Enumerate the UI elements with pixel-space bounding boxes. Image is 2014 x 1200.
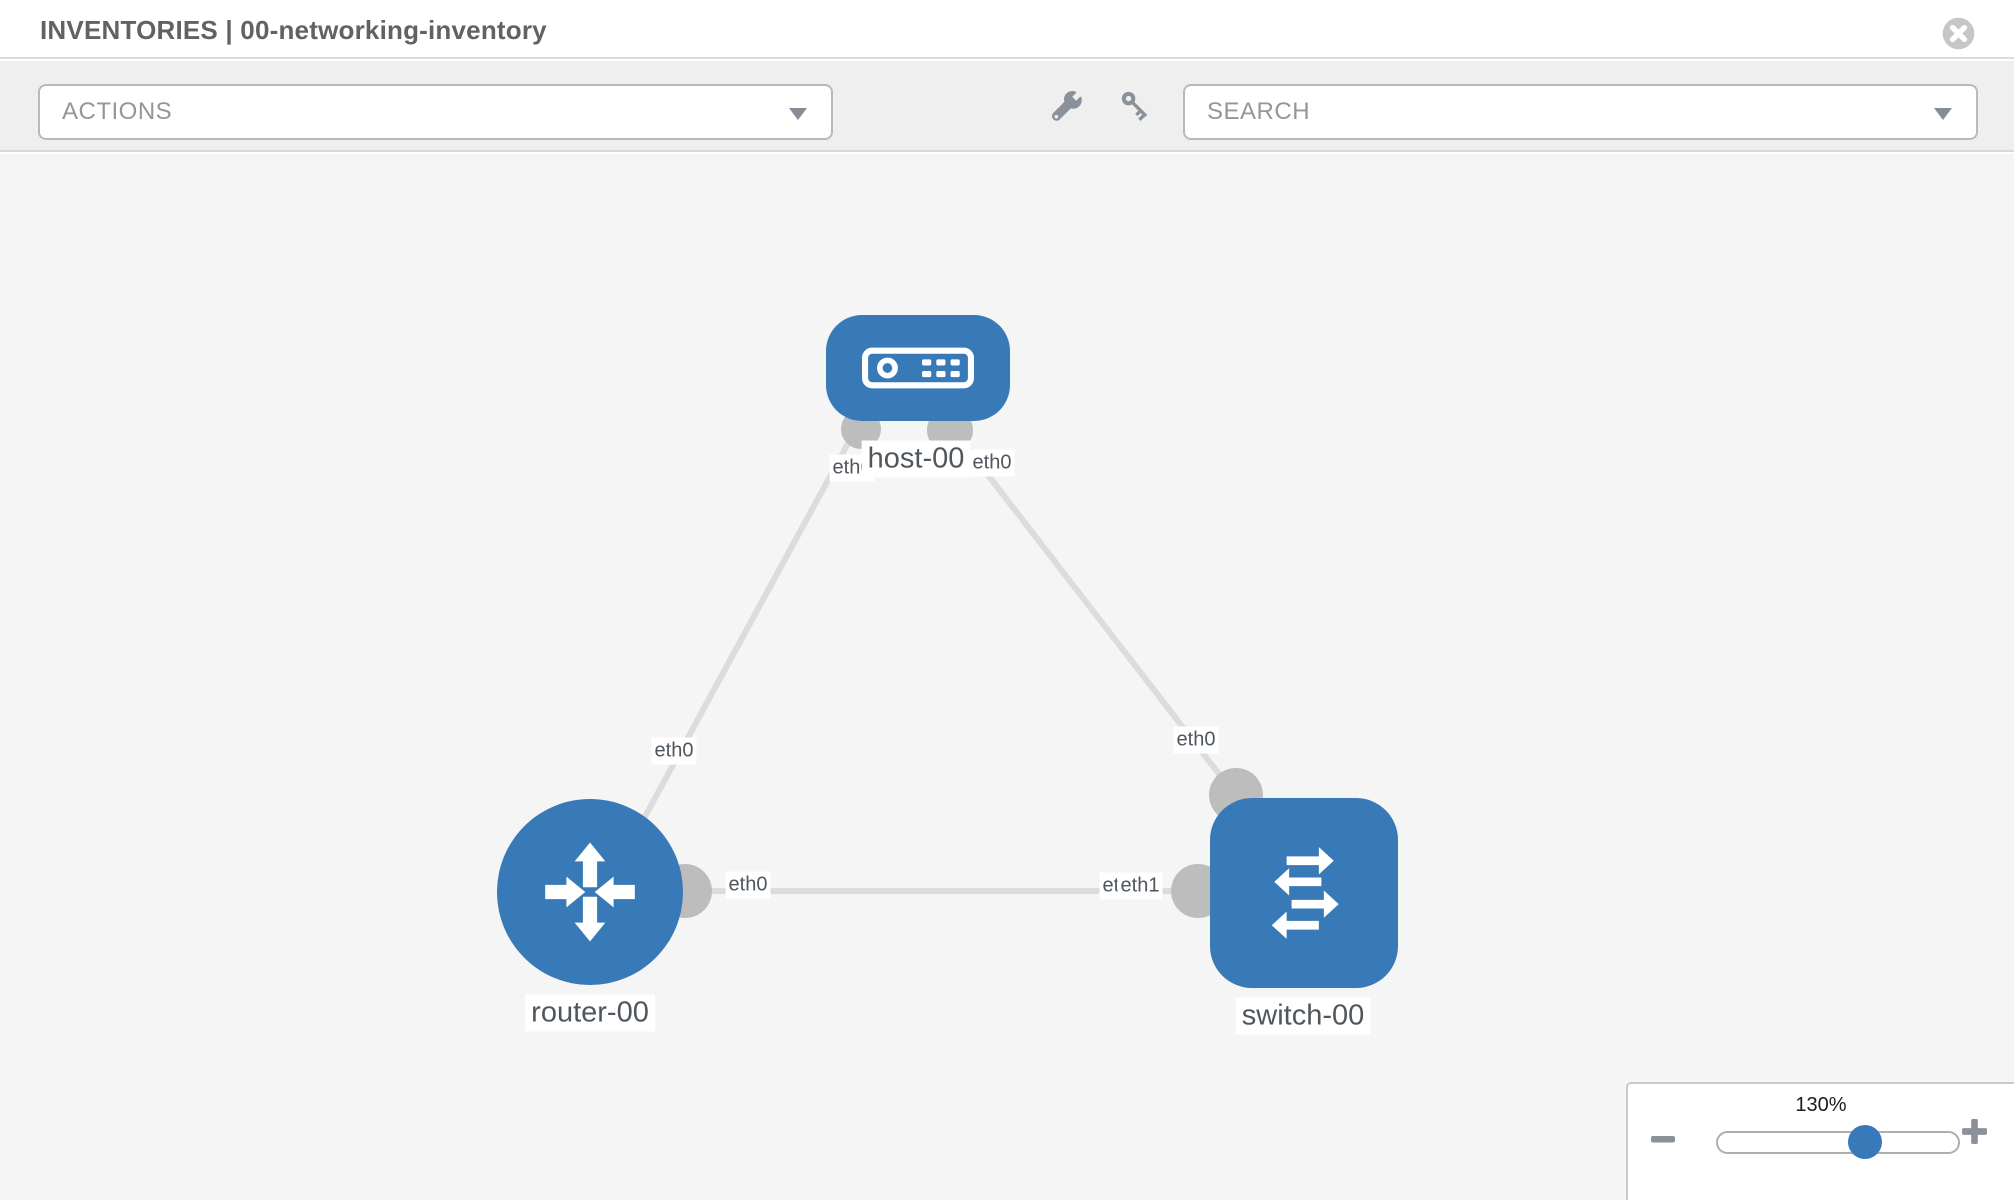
interface-label: eth0	[651, 737, 697, 765]
interface-label: eth0	[969, 449, 1015, 477]
host-icon	[862, 347, 974, 389]
page-title: INVENTORIES | 00-networking-inventory	[40, 15, 547, 45]
search-select-label: SEARCH	[1207, 98, 1311, 125]
switch-icon	[1271, 847, 1339, 939]
panel-header: INVENTORIES | 00-networking-inventory	[0, 0, 2014, 59]
actions-select-label: ACTIONS	[62, 98, 173, 125]
topology-canvas[interactable]: eth0 host-00 eth0 eth0 eth0 eth0 eth0 et…	[0, 154, 2014, 1200]
search-select[interactable]: SEARCH	[1183, 84, 1978, 140]
node-label-router-00: router-00	[525, 994, 655, 1032]
toolbar: ACTIONS SEARCH	[0, 61, 2014, 152]
chevron-down-icon	[789, 108, 807, 120]
actions-select[interactable]: ACTIONS	[38, 84, 833, 140]
links-layer	[600, 407, 1263, 918]
router-icon	[545, 842, 635, 942]
interface-label: eth0	[1173, 726, 1219, 754]
node-label-switch-00: switch-00	[1235, 997, 1371, 1035]
zoom-slider[interactable]	[1716, 1131, 1960, 1154]
close-icon	[1942, 17, 1975, 50]
node-host-00[interactable]	[826, 315, 1010, 421]
zoom-control-panel: 130%	[1626, 1082, 2014, 1200]
close-button[interactable]	[1942, 17, 1975, 50]
node-switch-00[interactable]	[1210, 798, 1398, 988]
chevron-down-icon	[1934, 108, 1952, 120]
key-icon	[1121, 91, 1148, 121]
credentials-button[interactable]	[1118, 88, 1154, 124]
minus-icon	[1651, 1136, 1675, 1143]
node-router-00[interactable]	[497, 799, 683, 985]
interface-label: eth1	[1117, 872, 1163, 900]
zoom-out-button[interactable]	[1650, 1126, 1676, 1157]
interface-label: eth0	[725, 871, 771, 899]
tools-button[interactable]	[1049, 88, 1085, 124]
wrench-icon	[1052, 91, 1082, 121]
zoom-slider-handle[interactable]	[1848, 1125, 1882, 1159]
plus-icon	[1962, 1119, 1987, 1144]
zoom-level-label: 130%	[1795, 1094, 1847, 1116]
zoom-in-button[interactable]	[1961, 1118, 1988, 1150]
node-label-host-00: host-00	[861, 440, 971, 478]
